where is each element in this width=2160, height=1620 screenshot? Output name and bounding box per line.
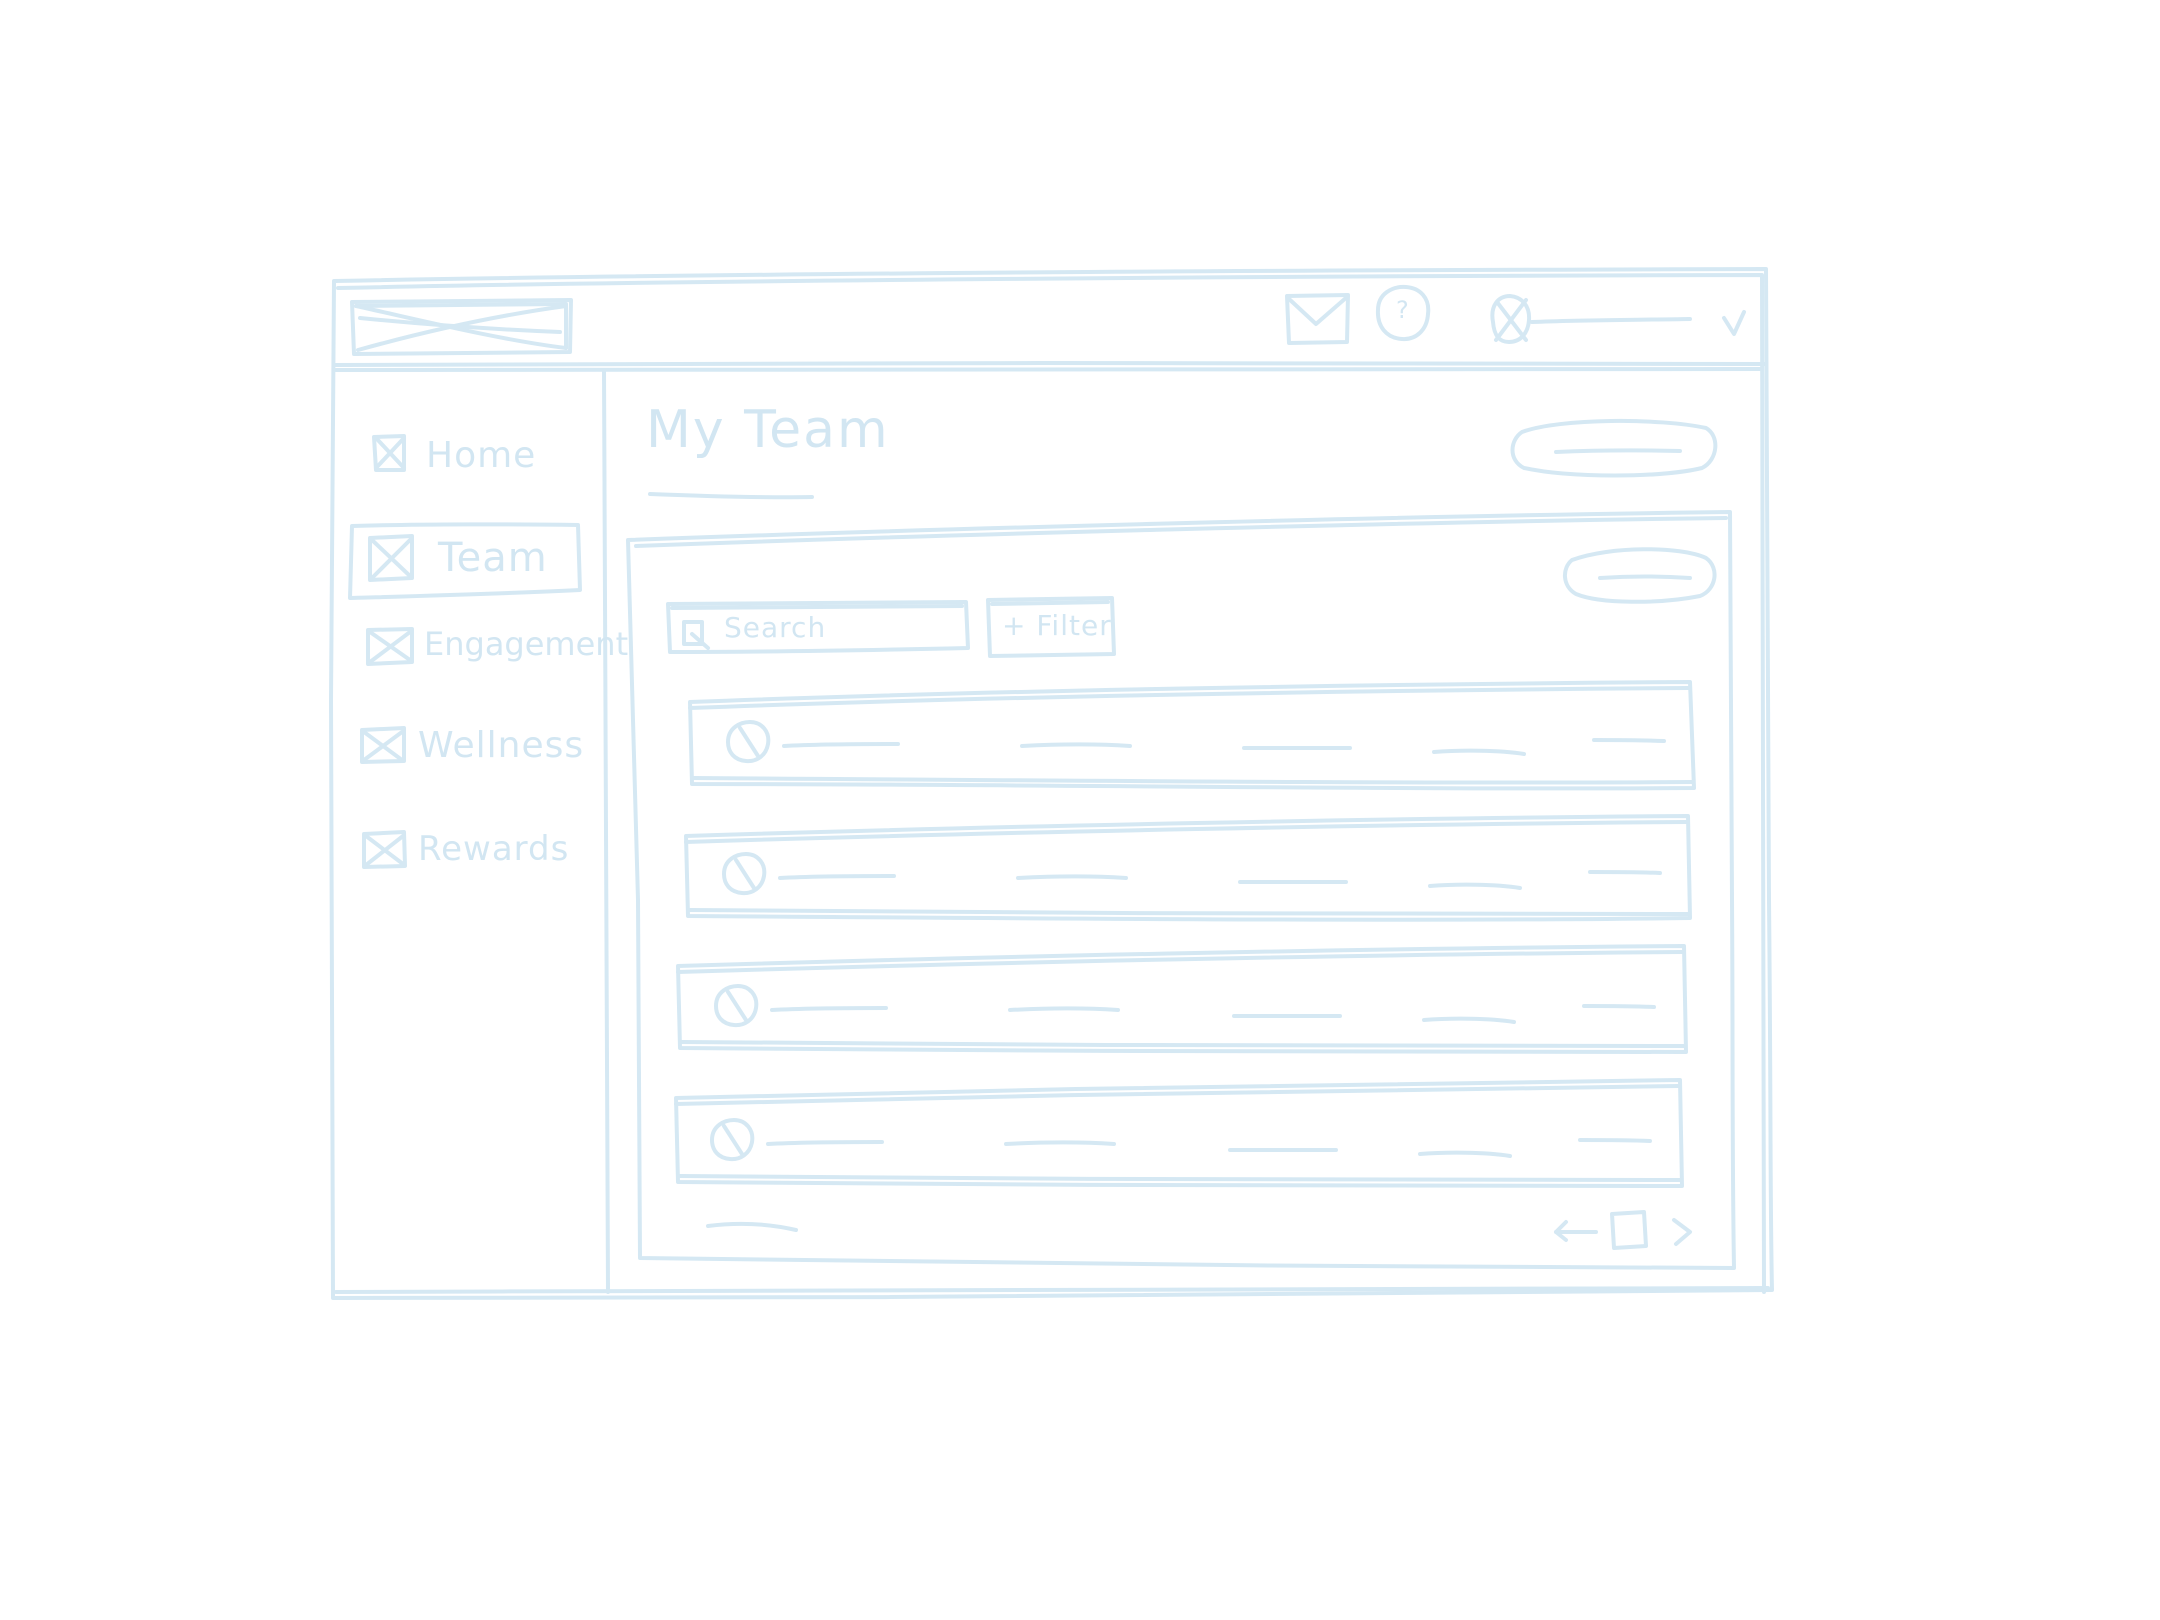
filter-label: + Filter [1002,609,1112,642]
filter-button[interactable]: + Filter [988,598,1114,654]
image-placeholder-icon [368,534,414,582]
help-icon [1375,284,1431,342]
logo-placeholder-icon [350,298,573,356]
image-placeholder-icon [372,434,406,472]
mail-icon [1285,293,1350,345]
page-number-box[interactable] [1608,1208,1650,1252]
image-placeholder-icon [362,830,407,869]
logo[interactable] [350,298,574,356]
chevron-right-icon [1672,1218,1692,1246]
header-divider [333,361,1766,367]
sidebar-item-engagement[interactable]: Engagement [362,620,628,674]
nav-selected-box [348,522,582,600]
help-glyph: ? [1396,296,1409,324]
sidebar-item-label: Engagement [424,625,629,663]
sidebar-item-team[interactable]: Team [352,526,580,596]
sidebar-item-label: Home [426,435,537,476]
card-action-button[interactable] [1562,546,1722,604]
previous-page-button[interactable] [1550,1214,1600,1250]
footer-count-line [706,1221,798,1232]
content-card [626,510,1736,1270]
nav-icons [360,434,414,869]
arrow-left-icon [1554,1220,1598,1242]
image-placeholder-icon [366,627,414,666]
chevron-down-icon [1722,310,1746,336]
sidebar-item-wellness[interactable]: Wellness [356,720,592,774]
primary-action-button[interactable] [1512,418,1722,480]
sidebar-item-label: Team [438,535,548,581]
avatar-icon [1490,294,1532,344]
help-button[interactable]: ? [1374,284,1432,342]
search-icon [682,620,710,650]
window-frame [329,267,1774,1300]
list-item[interactable] [686,818,1690,918]
list-item[interactable] [676,1082,1682,1184]
user-menu[interactable] [1490,292,1754,348]
mail-button[interactable] [1284,292,1350,346]
primary-action-pill [1510,418,1718,478]
image-placeholder-icon [360,726,406,764]
page-box-icon [1610,1210,1648,1250]
filter-box [986,596,1116,658]
sidebar-item-label: Wellness [418,725,585,766]
sidebar-item-label: Rewards [418,829,570,869]
search-input[interactable]: Search [668,602,968,652]
list-rows [674,680,1696,1189]
list-item[interactable] [690,684,1692,786]
card-action-pill [1563,547,1717,604]
sidebar-item-rewards[interactable]: Rewards [358,824,594,878]
sidebar-divider [602,368,610,1294]
search-box [666,600,970,654]
next-page-button[interactable] [1664,1212,1700,1252]
page-title: My Team [646,400,890,460]
list-item[interactable] [678,948,1686,1050]
sidebar-item-home[interactable]: Home [362,428,592,480]
search-placeholder: Search [724,611,827,644]
